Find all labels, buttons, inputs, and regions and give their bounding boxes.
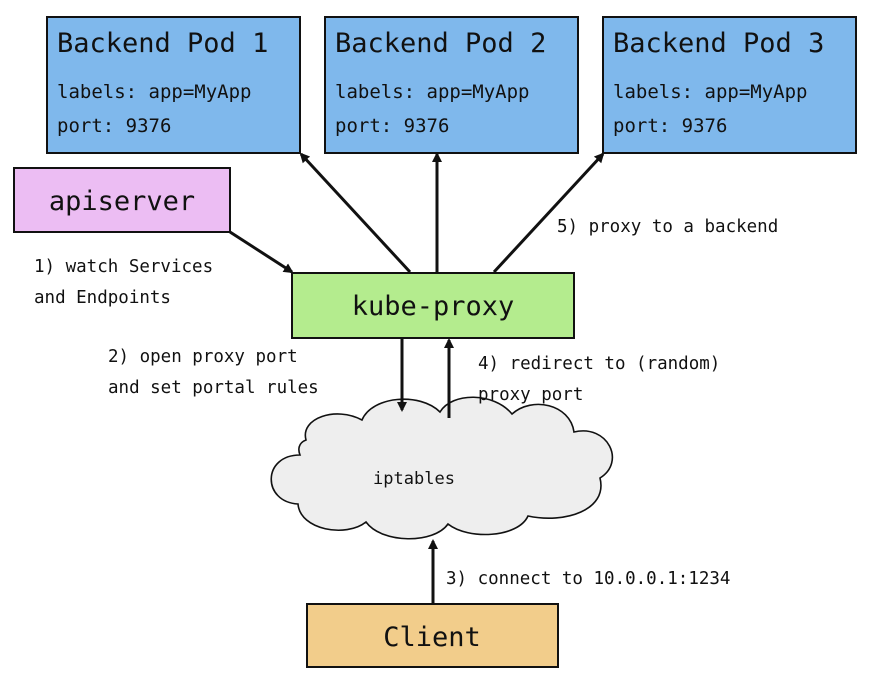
arrow-apiserver-to-kube-proxy <box>229 230 294 274</box>
step-5-line-1: 5) proxy to a backend <box>557 217 778 237</box>
backend-pod-3-title: Backend Pod 3 <box>613 28 824 59</box>
backend-pod-3-port: port: 9376 <box>613 115 727 137</box>
backend-pod-1: Backend Pod 1 labels: app=MyApp port: 93… <box>46 16 301 154</box>
step-4-line-2: proxy port <box>478 385 583 405</box>
backend-pod-1-box <box>46 16 301 154</box>
backend-pod-2-title: Backend Pod 2 <box>335 28 546 59</box>
backend-pod-1-title: Backend Pod 1 <box>57 28 268 59</box>
backend-pod-2-labels: labels: app=MyApp <box>335 81 529 103</box>
iptables-cloud-shape <box>270 396 614 540</box>
step-4-line-1: 4) redirect to (random) <box>478 354 720 374</box>
step-2-line-1: 2) open proxy port <box>108 347 298 367</box>
apiserver-box <box>13 167 231 233</box>
client-node: Client <box>306 603 559 668</box>
backend-pod-2-port: port: 9376 <box>335 115 449 137</box>
backend-pod-1-labels: labels: app=MyApp <box>57 81 251 103</box>
step-1-label: 1) watch Services and Endpoints <box>34 257 213 308</box>
step-3-label: 3) connect to 10.0.0.1:1234 <box>446 569 730 589</box>
iptables-node: iptables <box>270 396 614 540</box>
step-1-line-1: 1) watch Services <box>34 257 213 277</box>
step-4-label: 4) redirect to (random) proxy port <box>478 354 720 405</box>
backend-pod-2: Backend Pod 2 labels: app=MyApp port: 93… <box>324 16 579 154</box>
step-1-line-2: and Endpoints <box>34 288 171 308</box>
backend-pod-3-labels: labels: app=MyApp <box>613 81 807 103</box>
arrow-kube-proxy-to-pod-3 <box>492 152 605 274</box>
kube-proxy-node: kube-proxy <box>291 272 575 339</box>
backend-pod-1-port: port: 9376 <box>57 115 171 137</box>
step-2-label: 2) open proxy port and set portal rules <box>108 347 319 398</box>
arrow-kube-proxy-to-pod-1 <box>299 152 412 274</box>
step-2-line-2: and set portal rules <box>108 378 319 398</box>
step-3-line-1: 3) connect to 10.0.0.1:1234 <box>446 569 730 589</box>
apiserver-label: apiserver <box>49 186 195 217</box>
backend-pod-3: Backend Pod 3 labels: app=MyApp port: 93… <box>602 16 857 154</box>
apiserver-node: apiserver <box>13 167 231 233</box>
iptables-label: iptables <box>373 469 455 489</box>
backend-pod-2-box <box>324 16 579 154</box>
backend-pod-3-box <box>602 16 857 154</box>
kube-proxy-box <box>291 272 575 339</box>
client-box <box>306 603 559 668</box>
client-label: Client <box>383 622 481 653</box>
step-5-label: 5) proxy to a backend <box>557 217 778 237</box>
kube-proxy-label: kube-proxy <box>352 291 515 322</box>
